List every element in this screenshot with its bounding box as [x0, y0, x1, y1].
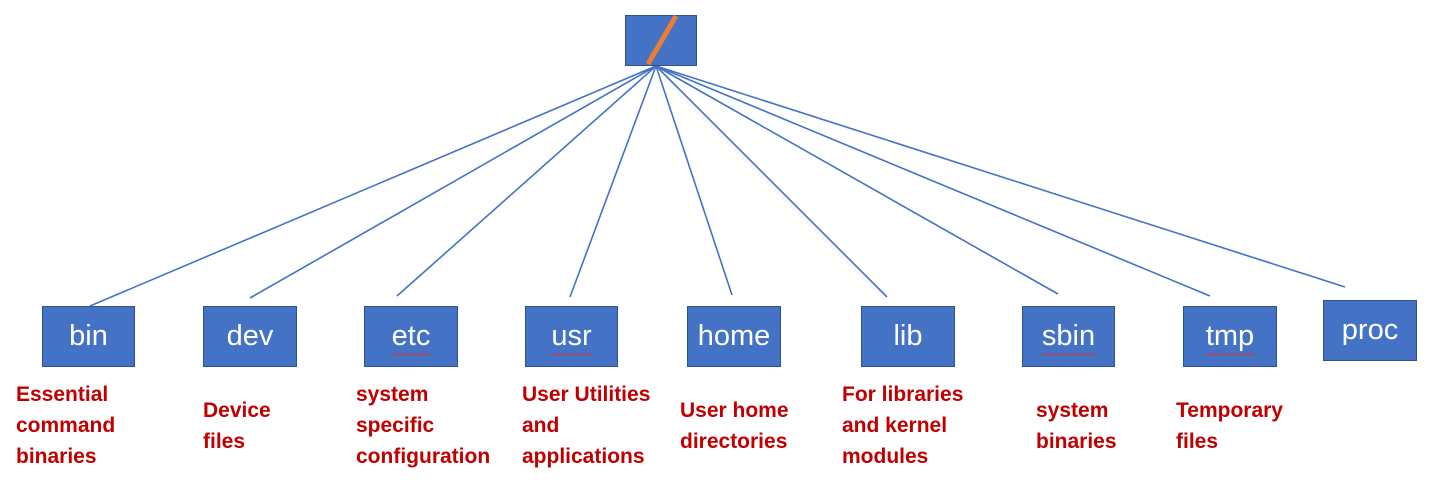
description-line: and — [522, 414, 560, 437]
description-tmp: Temporary files — [1176, 395, 1283, 457]
node-label: lib — [893, 320, 923, 352]
description-line: For libraries — [842, 383, 964, 406]
description-line: binaries — [1036, 430, 1117, 453]
node-label: home — [697, 320, 771, 352]
description-line: binaries — [16, 445, 97, 468]
directory-node-sbin: sbin — [1022, 306, 1115, 367]
node-label: usr — [551, 320, 592, 357]
description-lib: For libraries and kernel modules — [842, 379, 963, 472]
directory-node-tmp: tmp — [1183, 306, 1277, 367]
directory-node-home: home — [687, 306, 781, 367]
node-label: tmp — [1205, 320, 1255, 357]
description-home: User home directories — [680, 395, 789, 457]
description-line: system — [1036, 399, 1109, 422]
slash-icon — [645, 14, 678, 65]
directory-node-etc: etc — [364, 306, 458, 367]
description-etc: system specific configuration — [356, 379, 490, 472]
directory-node-bin: bin — [42, 306, 135, 367]
directory-node-lib: lib — [861, 306, 955, 367]
description-line: files — [1176, 430, 1219, 453]
description-line: Temporary — [1176, 399, 1283, 422]
node-label: sbin — [1041, 320, 1096, 357]
directory-node-usr: usr — [525, 306, 618, 367]
connector-line-home — [655, 65, 733, 296]
connector-line-usr — [569, 65, 657, 298]
description-line: configuration — [356, 445, 491, 468]
connector-line-lib — [655, 65, 888, 298]
connector-line-sbin — [655, 65, 1059, 295]
description-line: files — [203, 430, 246, 453]
node-label: etc — [391, 320, 431, 357]
node-label: dev — [226, 320, 274, 352]
root-directory-node — [625, 14, 697, 66]
description-line: Essential — [16, 383, 109, 406]
description-bin: Essential command binaries — [16, 379, 115, 472]
description-line: User Utilities — [522, 383, 651, 406]
description-sbin: system binaries — [1036, 395, 1117, 457]
description-line: modules — [842, 445, 929, 468]
node-label: bin — [69, 320, 108, 352]
description-dev: Device files — [203, 395, 271, 457]
description-line: Device — [203, 399, 271, 422]
description-line: and kernel — [842, 414, 948, 437]
directory-node-proc: proc — [1323, 300, 1417, 361]
connector-line-tmp — [655, 65, 1211, 297]
description-line: User home — [680, 399, 789, 422]
connector-line-etc — [396, 65, 657, 297]
connector-line-proc — [655, 65, 1346, 288]
description-line: specific — [356, 414, 435, 437]
connector-line-dev — [249, 65, 657, 299]
node-label: proc — [1341, 314, 1399, 346]
connector-line-bin — [89, 65, 657, 307]
directory-node-dev: dev — [203, 306, 297, 367]
description-line: command — [16, 414, 116, 437]
description-line: applications — [522, 445, 645, 468]
description-line: directories — [680, 430, 788, 453]
description-usr: User Utilities and applications — [522, 379, 650, 472]
description-line: system — [356, 383, 429, 406]
